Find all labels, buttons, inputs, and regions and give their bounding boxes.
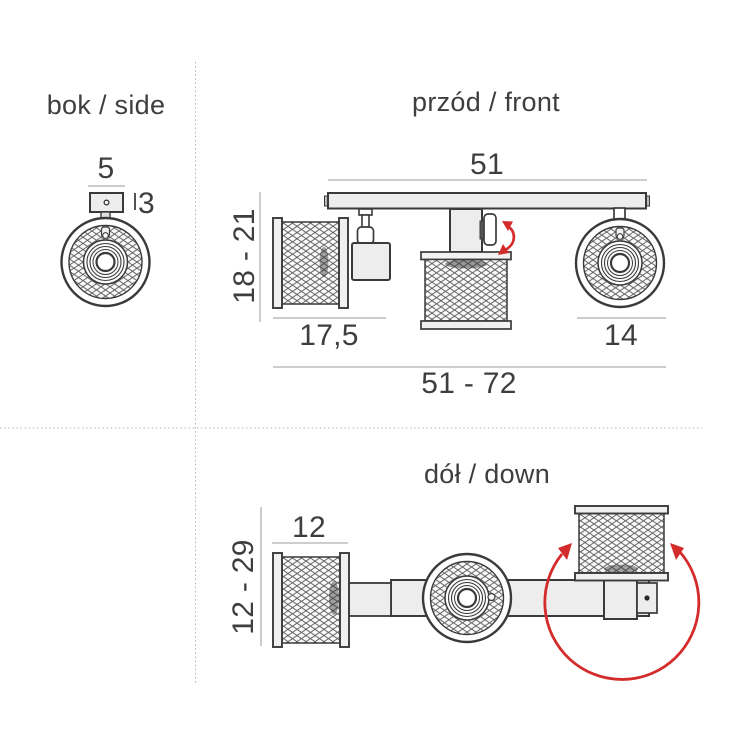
down-middle-shade (421, 552, 513, 644)
rotation-arrow-small-icon (498, 221, 516, 255)
down-right-spot (574, 505, 669, 620)
dim-label-down-shade-width: 12 (292, 511, 326, 544)
dim-label-plate-height: 3 (138, 187, 155, 220)
dimension-lines (88, 179, 666, 646)
front-view-drawing (272, 192, 666, 330)
front-right-spot (574, 207, 666, 309)
dim-label-height-range: 18 - 21 (228, 208, 261, 304)
dim-label-right-shade-diameter: 14 (604, 319, 638, 352)
down-view-drawing (272, 505, 701, 681)
dim-label-bar-length: 51 (470, 148, 504, 181)
side-view-title: bok / side (46, 90, 166, 120)
side-view-drawing (60, 192, 151, 308)
front-left-spot (272, 208, 391, 309)
dim-label-left-shade-width: 17,5 (299, 319, 359, 352)
front-middle-spot (420, 208, 512, 330)
dim-label-depth-range: 12 - 29 (227, 539, 260, 635)
rotation-arrow-large-icon (543, 543, 701, 681)
dim-label-total-width-range: 51 - 72 (421, 367, 517, 400)
dim-label-plate-width: 5 (97, 152, 115, 185)
front-view-title: przód / front (412, 87, 560, 117)
down-left-shade (272, 552, 350, 648)
down-view-title: dół / down (423, 459, 551, 489)
